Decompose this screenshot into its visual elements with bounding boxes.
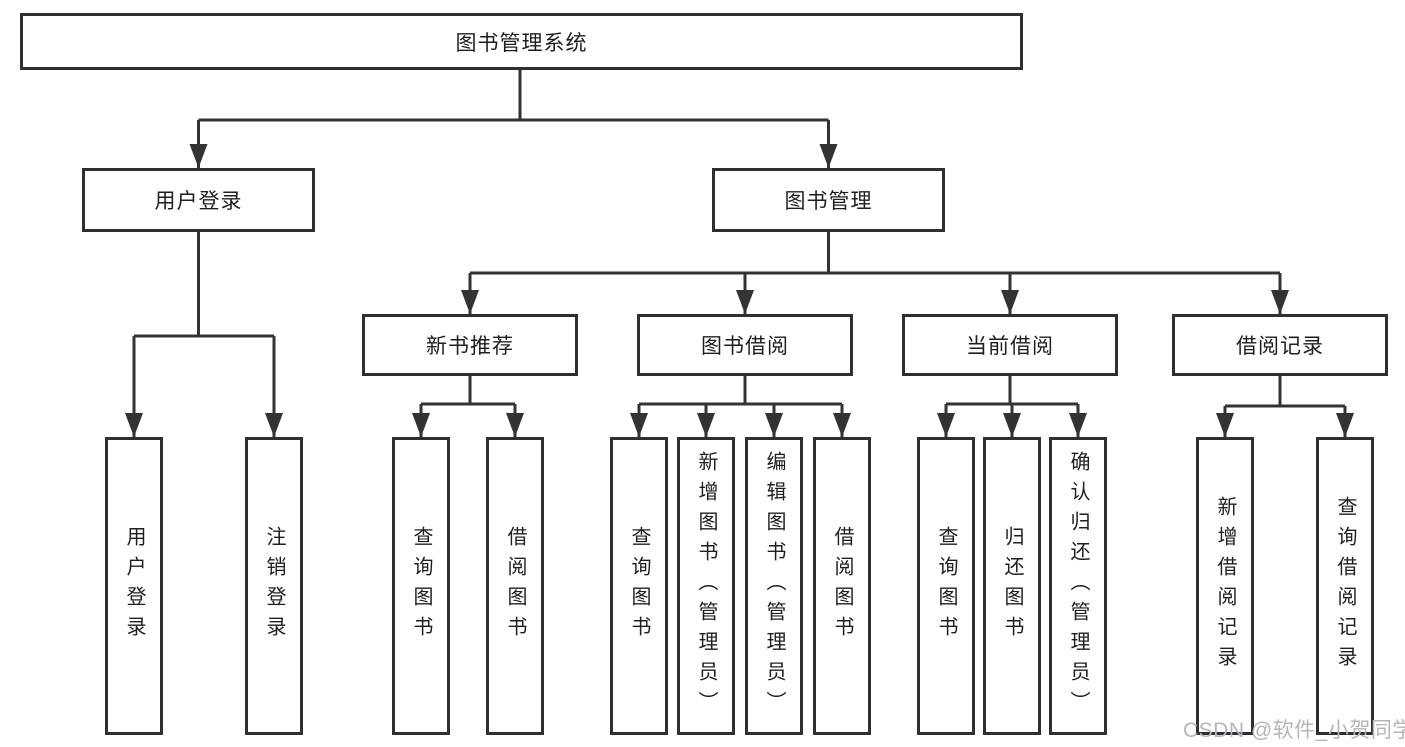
leaf-query-books-2-label: 查询图书	[628, 526, 650, 646]
leaf-confirm-return-admin: 确认归还（管理员）	[1049, 437, 1107, 735]
leaf-borrow-books-1-label: 借阅图书	[504, 526, 526, 646]
leaf-borrow-books-2: 借阅图书	[813, 437, 871, 735]
node-current-borrow: 当前借阅	[902, 314, 1118, 376]
leaf-edit-books-admin: 编辑图书（管理员）	[745, 437, 803, 735]
node-book-management-label: 图书管理	[784, 190, 873, 213]
leaf-borrow-books-2-label: 借阅图书	[831, 526, 853, 646]
node-user-login-label: 用户登录	[154, 190, 243, 213]
leaf-query-books-3-label: 查询图书	[935, 526, 957, 646]
connector-book-mgmt-children	[461, 232, 1289, 314]
connector-new-book-children	[412, 376, 524, 437]
node-new-book-recommend: 新书推荐	[362, 314, 578, 376]
node-current-borrow-label: 当前借阅	[966, 335, 1054, 358]
leaf-query-borrow-record-label: 查询借阅记录	[1334, 496, 1356, 676]
leaf-add-borrow-record-label: 新增借阅记录	[1214, 496, 1236, 676]
leaf-logout-label: 注销登录	[263, 526, 285, 646]
leaf-return-books-label: 归还图书	[1001, 526, 1023, 646]
leaf-return-books: 归还图书	[983, 437, 1041, 735]
node-borrow-records-label: 借阅记录	[1236, 335, 1324, 358]
node-borrow-records: 借阅记录	[1172, 314, 1388, 376]
leaf-borrow-books-1: 借阅图书	[486, 437, 544, 735]
leaf-query-books-2: 查询图书	[610, 437, 668, 735]
node-new-book-recommend-label: 新书推荐	[426, 335, 514, 358]
leaf-logout: 注销登录	[245, 437, 303, 735]
node-book-borrow-label: 图书借阅	[701, 335, 789, 358]
connector-borrow-records-children	[1216, 376, 1354, 437]
connector-user-login-children	[125, 232, 283, 437]
node-book-borrow: 图书借阅	[637, 314, 853, 376]
leaf-query-books-3: 查询图书	[917, 437, 975, 735]
node-root: 图书管理系统	[20, 13, 1023, 70]
node-book-management: 图书管理	[712, 168, 945, 232]
leaf-query-books-1: 查询图书	[392, 437, 450, 735]
leaf-edit-books-admin-label: 编辑图书（管理员）	[763, 451, 785, 721]
leaf-add-borrow-record: 新增借阅记录	[1196, 437, 1254, 735]
leaf-query-borrow-record: 查询借阅记录	[1316, 437, 1374, 735]
leaf-add-books-admin: 新增图书（管理员）	[677, 437, 735, 735]
csdn-watermark: CSDN @软件_小贺同学	[1183, 719, 1405, 742]
node-user-login: 用户登录	[82, 168, 315, 232]
leaf-user-login: 用户登录	[105, 437, 163, 735]
leaf-user-login-label: 用户登录	[123, 526, 145, 646]
leaf-confirm-return-admin-label: 确认归还（管理员）	[1067, 451, 1089, 721]
leaf-query-books-1-label: 查询图书	[410, 526, 432, 646]
connector-root-to-level2	[189, 70, 838, 168]
node-root-label: 图书管理系统	[455, 31, 588, 55]
connector-book-borrow-children	[630, 376, 851, 437]
leaf-add-books-admin-label: 新增图书（管理员）	[695, 451, 717, 721]
connector-current-borrow-children	[937, 376, 1087, 437]
